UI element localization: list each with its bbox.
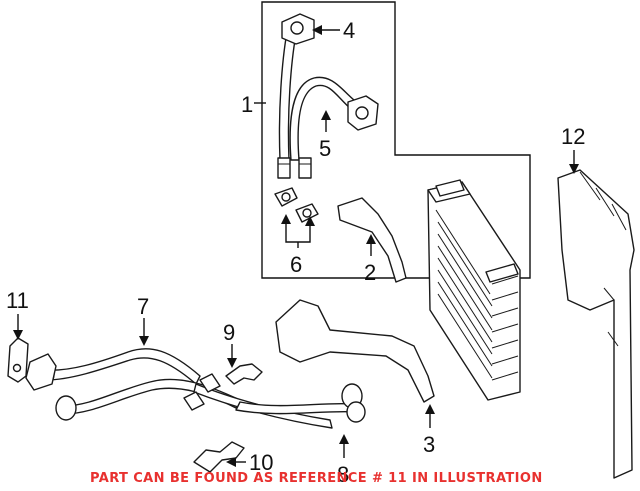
- callout-1: 1: [241, 92, 253, 117]
- air-duct-part-12: [557, 169, 635, 479]
- oil-cooler: [427, 179, 521, 401]
- callout-11: 11: [6, 288, 29, 313]
- callout-3: 3: [423, 432, 435, 457]
- leader-lines: [13, 25, 579, 467]
- callout-9: 9: [223, 320, 235, 345]
- clamp-part-9: [225, 363, 263, 385]
- callout-7: 7: [137, 294, 149, 319]
- callout-8: 8: [337, 462, 349, 487]
- callout-2: 2: [364, 260, 376, 285]
- callout-6: 6: [290, 252, 302, 277]
- upper-cooler-pipes: [277, 13, 379, 179]
- bracket-part-11: [7, 337, 29, 383]
- group-outline-box: [261, 1, 531, 279]
- bracket-hole: [12, 363, 22, 373]
- callout-10: 10: [249, 450, 273, 475]
- callout-5: 5: [319, 136, 331, 161]
- callout-12: 12: [561, 124, 585, 149]
- bracket-part-3: [275, 299, 435, 403]
- footnote-text: PART CAN BE FOUND AS REFERENCE # 11 IN I…: [90, 471, 543, 486]
- lower-cooler-lines: [25, 348, 366, 429]
- callout-4: 4: [343, 18, 355, 43]
- seal-rings: [274, 187, 319, 223]
- clamp-part-10: [193, 441, 245, 473]
- bracket-part-2: [337, 197, 407, 283]
